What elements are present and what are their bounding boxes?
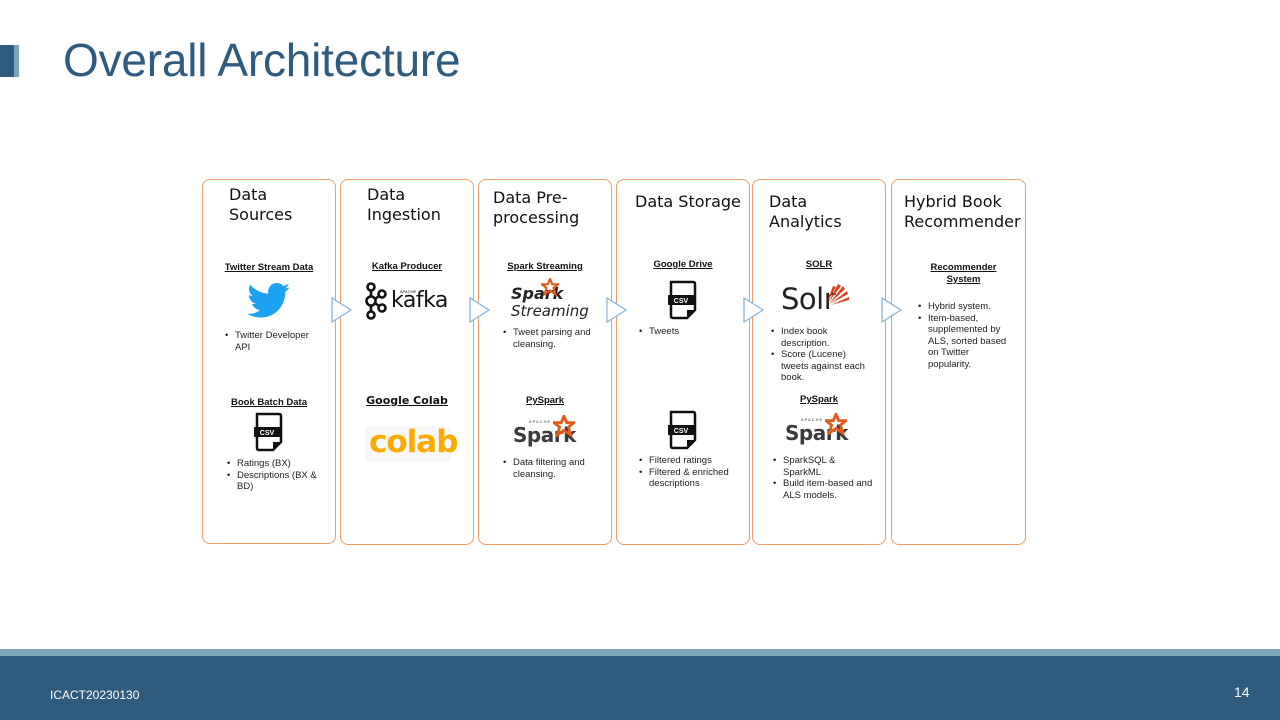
spark-logo-text: Spark (511, 284, 564, 303)
bullet-item: Filtered & enriched descriptions (639, 467, 735, 490)
bullet-list: Ratings (BX) Descriptions (BX & BD) (227, 458, 317, 493)
bullet-item: Build item-based and ALS models. (773, 478, 873, 501)
stage-title: Data Analytics (769, 192, 842, 231)
kafka-logo-text: kafka (391, 288, 448, 313)
colab-logo-text: colab (369, 424, 458, 460)
bullet-list: Twitter Developer API (225, 330, 321, 353)
bullet-list: Filtered ratings Filtered & enriched des… (639, 455, 735, 490)
page-number: 14 (1234, 684, 1250, 700)
bullet-item: Twitter Developer API (225, 330, 321, 353)
bullet-item: Item-based, supplemented by ALS, sorted … (918, 313, 1008, 371)
section-heading: Google Drive (653, 259, 713, 270)
footer-stripe (0, 649, 1280, 656)
flow-arrow-icon (606, 297, 628, 323)
bullet-item: Ratings (BX) (227, 458, 317, 470)
spark-star-icon (825, 413, 847, 435)
stage-data-analytics: Data Analytics SOLR Solr Index book desc… (752, 179, 886, 545)
bullet-item: Tweet parsing and cleansing. (503, 327, 599, 350)
bullet-item: Data filtering and cleansing. (503, 457, 599, 480)
spark-star-icon (553, 415, 575, 437)
svg-text:CSV: CSV (674, 298, 689, 305)
section-heading: Book Batch Data (230, 397, 307, 408)
section-heading: Kafka Producer (371, 261, 443, 272)
section-heading: Twitter Stream Data (224, 262, 314, 273)
bullet-item: Tweets (639, 326, 735, 338)
stage-title: Data Pre- processing (493, 188, 580, 227)
bullet-item: Hybrid system. (918, 301, 1008, 313)
spark-logo-text: Spark (513, 423, 576, 447)
spark-logo: APACHE Spark (785, 413, 855, 447)
title-accent-stripe (14, 45, 19, 77)
kafka-icon (365, 282, 387, 320)
bullet-item: Descriptions (BX & BD) (227, 470, 317, 493)
bullet-list: Data filtering and cleansing. (503, 457, 599, 480)
section-heading: PySpark (799, 394, 839, 405)
bullet-item: Score (Lucene) tweets against each book. (771, 349, 871, 384)
flow-arrow-icon (881, 297, 903, 323)
colab-logo: colab (365, 424, 458, 462)
solr-logo: Solr (781, 282, 861, 322)
stage-data-ingestion: Data Ingestion Kafka Producer APACHE kaf… (340, 179, 474, 545)
footer-label: ICACT20230130 (50, 688, 140, 702)
streaming-logo-text: Streaming (511, 302, 589, 320)
spark-streaming-logo: Spark Streaming (509, 278, 599, 324)
stage-title: Data Sources (229, 185, 293, 224)
stage-hybrid-recommender: Hybrid Book Recommender Recommender Syst… (891, 179, 1026, 545)
solr-sunburst-icon (827, 284, 849, 305)
csv-file-icon: CSV (668, 280, 697, 320)
section-heading: Recommender System (930, 262, 997, 285)
section-heading: PySpark (525, 395, 565, 406)
slide-title: Overall Architecture (63, 34, 461, 86)
section-heading: Google Colab (366, 394, 448, 407)
bullet-item: Index book description. (771, 326, 871, 349)
footer-bar (0, 656, 1280, 720)
flow-arrow-icon (469, 297, 491, 323)
stage-title: Hybrid Book Recommender (904, 192, 1021, 231)
spark-logo-sup: APACHE (801, 417, 824, 422)
kafka-logo-sup: APACHE (400, 289, 417, 294)
bullet-list: Tweets (639, 326, 735, 338)
spark-star-icon (541, 278, 559, 296)
bullet-list: Tweet parsing and cleansing. (503, 327, 599, 350)
stage-data-preprocessing: Data Pre- processing Spark Streaming Spa… (478, 179, 612, 545)
stage-data-sources: Data Sources Twitter Stream Data Twitter… (202, 179, 336, 544)
solr-logo-text: Solr (781, 282, 836, 316)
csv-file-icon: CSV (668, 410, 697, 450)
kafka-logo: APACHE kafka (363, 282, 453, 322)
svg-text:CSV: CSV (260, 430, 275, 437)
spark-logo-text: Spark (785, 421, 848, 445)
section-heading: SOLR (805, 259, 833, 270)
stage-title: Data Ingestion (367, 185, 441, 224)
csv-file-icon: CSV (254, 412, 283, 452)
title-accent-bar (0, 45, 14, 77)
bullet-item: SparkSQL & SparkML (773, 455, 873, 478)
section-heading: Spark Streaming (507, 261, 583, 272)
stage-data-storage: Data Storage Google Drive CSV Tweets CSV… (616, 179, 750, 545)
bullet-list: Hybrid system. Item-based, supplemented … (918, 301, 1008, 370)
spark-logo: APACHE Spark (513, 415, 583, 449)
flow-arrow-icon (331, 297, 353, 323)
bullet-list: Index book description. Score (Lucene) t… (771, 326, 871, 384)
bullet-item: Filtered ratings (639, 455, 735, 467)
spark-logo-sup: APACHE (529, 419, 552, 424)
bullet-list: SparkSQL & SparkML Build item-based and … (773, 455, 873, 501)
stage-title: Data Storage (635, 192, 741, 211)
twitter-bird-icon (247, 283, 290, 318)
svg-text:CSV: CSV (674, 428, 689, 435)
flow-arrow-icon (743, 297, 765, 323)
